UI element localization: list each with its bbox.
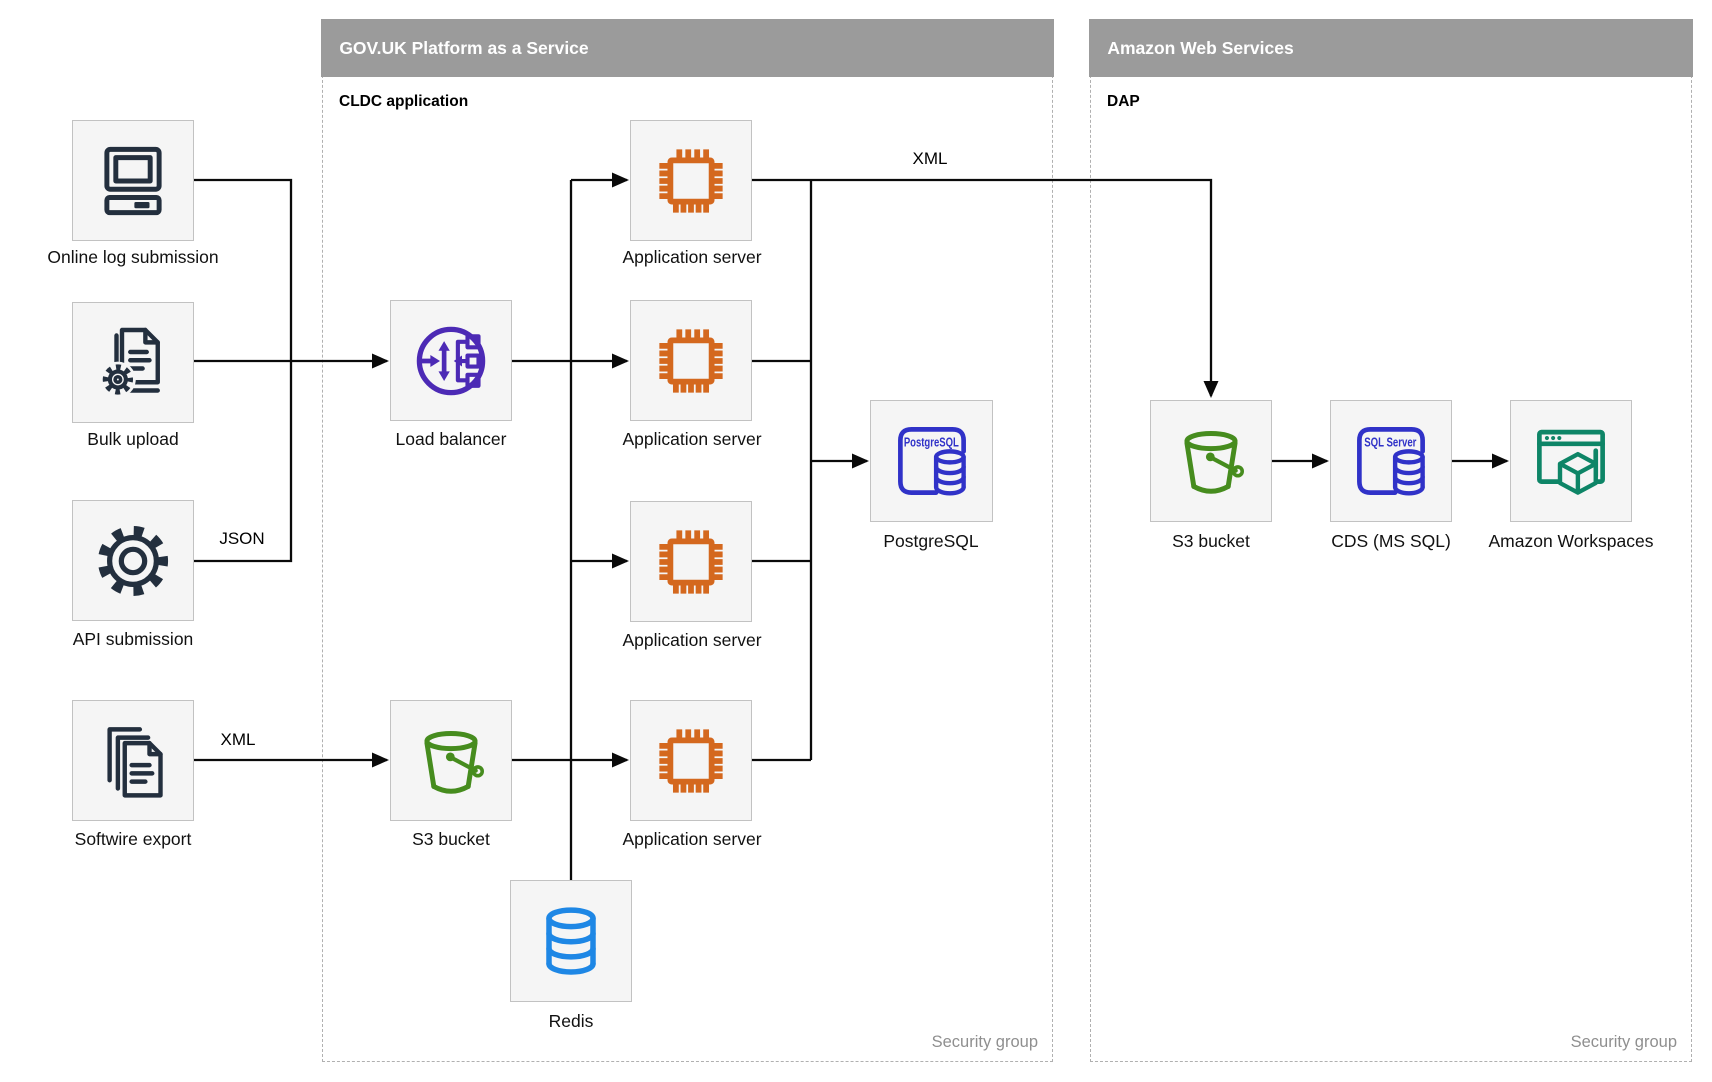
node-amazon-workspaces: [1510, 400, 1632, 522]
node-api-submission: [72, 500, 194, 621]
sql-server-database-icon: SQL Server: [1357, 427, 1425, 496]
gear-icon: [97, 525, 169, 596]
node-cds-mssql: SQL Server: [1330, 400, 1452, 522]
node-softwire-export: [72, 700, 194, 821]
node-label-postgresql: PostgreSQL: [883, 531, 979, 551]
group-govuk-paas-title: GOV.UK Platform as a Service: [321, 19, 1054, 78]
stacked-documents-icon: [107, 726, 163, 798]
node-label-app-server-2: Application server: [622, 429, 762, 449]
node-application-server-4: [630, 700, 752, 821]
security-group-label-paas: Security group: [931, 1033, 1038, 1051]
edge-sources-merge: [194, 178, 293, 563]
node-label-cds: CDS (MS SQL): [1331, 531, 1451, 551]
server-chip-icon: [659, 148, 723, 213]
group-govuk-paas: GOV.UK Platform as a Service CLDC applic…: [321, 19, 1054, 1062]
sql-server-icon-text: SQL Server: [1364, 435, 1416, 450]
node-load-balancer: [390, 300, 512, 421]
node-s3-bucket-aws: [1150, 400, 1272, 522]
computer-icon: [104, 146, 162, 215]
node-redis: [510, 880, 632, 1002]
edge-label-xml-softwire: XML: [220, 730, 256, 749]
edge-label-xml-aws: XML: [912, 149, 948, 168]
group-aws-title: Amazon Web Services: [1089, 19, 1693, 78]
node-label-workspaces: Amazon Workspaces: [1488, 531, 1654, 551]
s3-bucket-icon: [1184, 431, 1244, 494]
security-group-label-aws: Security group: [1570, 1033, 1677, 1051]
node-label-redis: Redis: [548, 1011, 594, 1031]
node-postgresql: PostgreSQL: [870, 400, 993, 522]
load-balancer-icon: [416, 326, 486, 395]
node-application-server-3: [630, 501, 752, 622]
node-label-load-balancer: Load balancer: [395, 429, 507, 449]
node-label-online-log: Online log submission: [47, 247, 219, 267]
node-label-api-submission: API submission: [72, 629, 194, 649]
postgresql-icon-text: PostgreSQL: [903, 435, 958, 450]
postgresql-database-icon: PostgreSQL: [897, 427, 966, 496]
group-cldc-application-label: CLDC application: [339, 93, 469, 110]
node-label-bulk-upload: Bulk upload: [87, 429, 179, 449]
redis-database-icon: [546, 907, 596, 975]
node-label-s3-bucket-aws: S3 bucket: [1172, 531, 1250, 551]
node-label-app-server-1: Application server: [622, 247, 762, 267]
s3-bucket-icon: [424, 730, 484, 794]
node-online-log-submission: [72, 120, 194, 241]
server-chip-icon: [659, 728, 723, 793]
node-application-server-1: [630, 120, 752, 241]
node-label-app-server-4: Application server: [622, 829, 762, 849]
server-chip-icon: [659, 529, 723, 594]
node-s3-bucket-paas: [390, 700, 512, 821]
node-bulk-upload: [72, 302, 194, 423]
node-label-softwire-export: Softwire export: [74, 829, 192, 849]
document-gear-icon: [100, 327, 160, 397]
node-label-s3-bucket-paas: S3 bucket: [412, 829, 490, 849]
server-chip-icon: [659, 328, 723, 393]
node-application-server-2: [630, 300, 752, 421]
amazon-workspaces-icon: [1537, 429, 1605, 495]
node-label-app-server-3: Application server: [622, 630, 762, 650]
edge-label-json: JSON: [219, 529, 265, 548]
group-amazon-web-services: Amazon Web Services DAP Security group: [1089, 19, 1693, 1062]
group-dap-label: DAP: [1107, 93, 1140, 110]
